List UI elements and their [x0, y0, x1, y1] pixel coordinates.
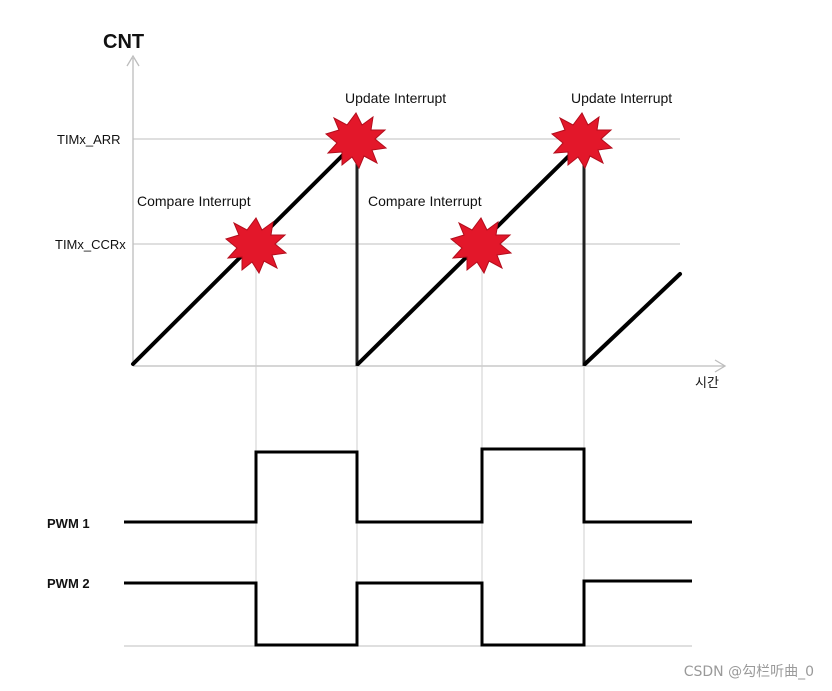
pwm1-waveform [124, 447, 692, 524]
y-axis-title: CNT [103, 31, 144, 53]
interrupt-burst-update-2 [550, 112, 614, 170]
arr-level-label: TIMx_ARR [57, 132, 121, 147]
y-axis-arrow [126, 54, 140, 67]
pwm1-label: PWM 1 [47, 516, 90, 531]
counter-ramp-3 [583, 272, 682, 366]
update-interrupt-label-2: Update Interrupt [571, 90, 672, 106]
pwm2-waveform [124, 579, 692, 647]
burst-star-icon [550, 112, 614, 170]
burst-star-icon [324, 112, 388, 170]
x-axis-arrow [714, 359, 727, 373]
interrupt-burst-compare-1 [224, 217, 288, 275]
counter-sawtooth [131, 139, 682, 366]
watermark: CSDN @勾栏听曲_0 [684, 664, 814, 680]
guide-lines [255, 248, 585, 646]
interrupt-burst-update-1 [324, 112, 388, 170]
pwm2-label: PWM 2 [47, 576, 90, 591]
interrupt-burst-compare-2 [449, 217, 513, 275]
compare-interrupt-label-2: Compare Interrupt [368, 193, 482, 209]
axes [126, 54, 727, 373]
ccr-level-label: TIMx_CCRx [55, 237, 126, 252]
update-interrupt-label-1: Update Interrupt [345, 90, 446, 106]
compare-interrupt-label-1: Compare Interrupt [137, 193, 251, 209]
burst-star-icon [224, 217, 288, 275]
burst-star-icon [449, 217, 513, 275]
x-axis-title: 시간 [695, 375, 719, 390]
